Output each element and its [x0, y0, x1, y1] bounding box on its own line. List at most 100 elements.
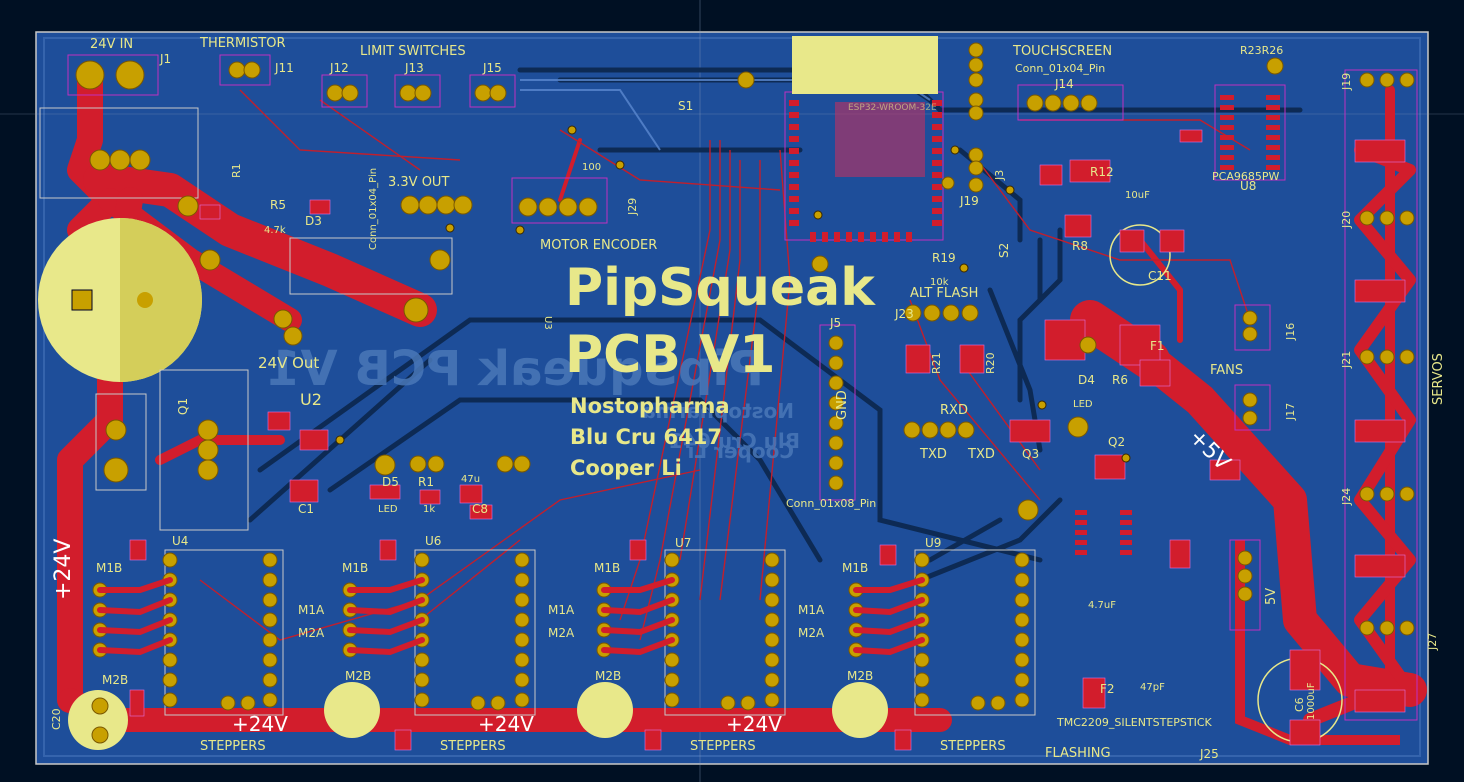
mirror-credit2: Blu Cru 641 — [669, 429, 800, 453]
ref-m2b-3: M2B — [595, 669, 621, 683]
board-title-line1: PipSqueak — [565, 258, 876, 318]
label-servos: SERVOS — [1431, 353, 1446, 405]
bottom-capacitors — [68, 224, 1343, 750]
ref-j17: J17 — [1284, 403, 1297, 421]
label-fans: FANS — [1210, 363, 1243, 378]
label-txd-1: TXD — [919, 447, 947, 462]
label-24v-in: 24V IN — [90, 37, 133, 52]
ref-q1: Q1 — [176, 398, 190, 415]
ref-j21: J21 — [1340, 351, 1353, 369]
label-steppers-3: STEPPERS — [690, 739, 756, 754]
label-r23r26: R23R26 — [1240, 44, 1283, 57]
ref-r20: R20 — [984, 352, 997, 374]
label-motor-encoder: MOTOR ENCODER — [540, 238, 657, 253]
mirror-credit3: Cooper Li — [688, 439, 794, 463]
board-title-line2: PCB V1 — [565, 325, 775, 385]
label-47u: 47u — [461, 474, 480, 485]
ref-m1b-1: M1B — [96, 561, 122, 575]
ref-d4: D4 — [1078, 373, 1095, 387]
label-conn-1x04: Conn_01x04_Pin — [368, 168, 379, 250]
label-5v-header: 5V — [1264, 588, 1279, 605]
label-4k7: 4.7k — [264, 225, 286, 236]
label-thermistor: THERMISTOR — [199, 36, 285, 51]
ref-j23: J23 — [894, 307, 914, 321]
label-flashing: FLASHING — [1045, 746, 1111, 761]
smd-pads — [129, 129, 1406, 751]
ref-c6: C6 — [1293, 697, 1306, 712]
ref-j13: J13 — [404, 61, 424, 75]
ref-j14: J14 — [1054, 77, 1074, 91]
label-steppers-4: STEPPERS — [940, 739, 1006, 754]
ref-j29: J29 — [626, 198, 639, 216]
ref-d5: D5 — [382, 475, 399, 489]
ref-u2: U2 — [300, 390, 322, 409]
ref-j27: J27 — [1426, 633, 1439, 651]
ref-u4: U4 — [172, 534, 188, 548]
mirror-credit1: Nostopharma — [642, 399, 794, 423]
ref-j1: J1 — [159, 52, 171, 66]
ref-q2: Q2 — [1108, 435, 1125, 449]
through-hole-pads — [75, 42, 1284, 744]
ref-m1a-3: M1A — [798, 603, 825, 617]
net-label-24v-vertical: +24V — [51, 539, 76, 600]
esp32-antenna — [792, 36, 938, 94]
ref-j15: J15 — [482, 61, 502, 75]
ref-r1: R1 — [418, 475, 434, 489]
ref-j11: J11 — [274, 61, 294, 75]
ref-m1b-2: M1B — [342, 561, 368, 575]
ref-j5: J5 — [829, 316, 841, 330]
label-10k: 10k — [930, 277, 949, 288]
ref-j12: J12 — [329, 61, 349, 75]
label-1k: 1k — [423, 504, 435, 515]
ref-j25: J25 — [1199, 747, 1219, 761]
ref-m2a-3: M2A — [798, 626, 825, 640]
ref-u7: U7 — [675, 536, 691, 550]
ref-c20: C20 — [50, 708, 63, 730]
label-steppers-2: STEPPERS — [440, 739, 506, 754]
net-label-24v-3: +24V — [726, 712, 782, 736]
label-tmc-ref: TMC2209_SILENTSTEPSTICK — [1056, 716, 1213, 729]
label-touchscreen: TOUCHSCREEN — [1012, 44, 1112, 59]
credit-team: Nostopharma — [570, 394, 730, 418]
credit-author: Cooper Li — [570, 456, 682, 480]
label-limit-switches: LIMIT SWITCHES — [360, 44, 466, 59]
ref-j20: J20 — [1340, 211, 1353, 229]
esp32-module — [835, 102, 925, 177]
ref-m1b-3: M1B — [594, 561, 620, 575]
ref-f1: F1 — [1150, 339, 1165, 353]
ref-q3: Q3 — [1022, 447, 1039, 461]
ref-u9: U9 — [925, 536, 941, 550]
label-touch-conn: Conn_01x04_Pin — [1015, 62, 1105, 75]
ref-s2: S2 — [997, 243, 1011, 258]
label-led-d4: LED — [1073, 399, 1093, 410]
label-led-d5: LED — [378, 504, 398, 515]
ref-j19: J19 — [959, 194, 979, 208]
ref-c11: C11 — [1148, 269, 1172, 283]
board-edge-inner — [43, 37, 1421, 757]
label-pca-ref: PCA9685PW — [1212, 170, 1279, 183]
ref-m1a-2: M1A — [548, 603, 575, 617]
ref-r12: R12 — [1090, 165, 1114, 179]
label-conn-1x08: Conn_01x08_Pin — [786, 497, 876, 510]
label-alt-flash: ALT FLASH — [910, 286, 978, 301]
ref-r19: R19 — [932, 251, 956, 265]
ref-m2a-1: M2A — [298, 626, 325, 640]
ref-u6: U6 — [425, 534, 441, 548]
ref-m2b-2: M2B — [345, 669, 371, 683]
net-label-24v-2: +24V — [478, 712, 534, 736]
label-3v3-out: 3.3V OUT — [388, 175, 449, 190]
mirrored-back-silk: PipSqueak PCB V1 Nostopharma Blu Cru 641… — [267, 341, 800, 463]
ref-u8: U8 — [1240, 179, 1256, 193]
label-47pf: 47pF — [1140, 682, 1165, 693]
credit-number: Blu Cru 6417 — [570, 425, 722, 449]
ref-c8: C8 — [472, 502, 488, 516]
label-24v-out: 24V Out — [258, 354, 319, 372]
label-4u7: 4.7uF — [1088, 600, 1116, 611]
ref-r8: R8 — [1072, 239, 1088, 253]
label-rxd: RXD — [940, 403, 968, 418]
ref-m1b-4: M1B — [842, 561, 868, 575]
label-1000uf: 1000uF — [1306, 682, 1317, 720]
ref-r21: R21 — [930, 352, 943, 374]
ref-j19b: J19 — [1340, 73, 1353, 91]
